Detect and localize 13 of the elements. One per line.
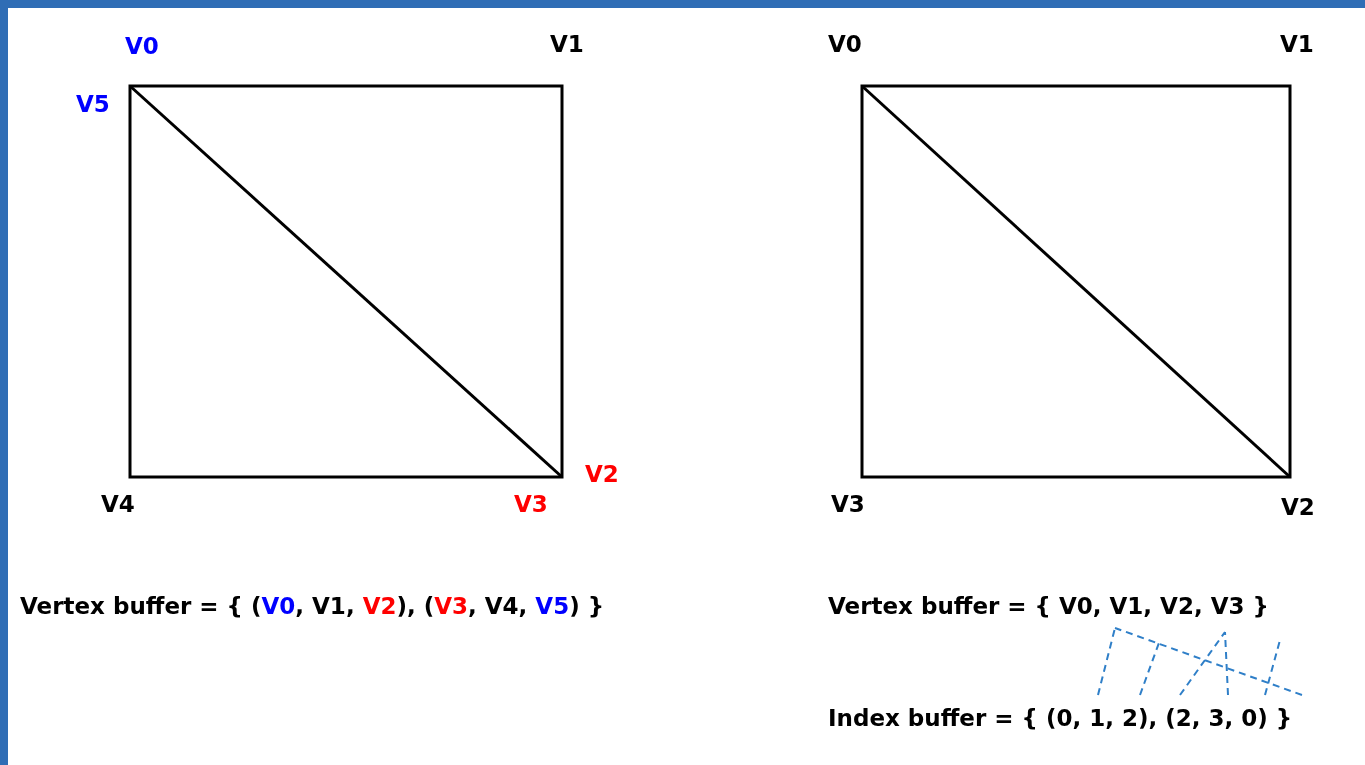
- vertex-label: V4: [101, 490, 135, 518]
- vertex-label: V3: [514, 490, 548, 518]
- vertex-label: V1: [1280, 30, 1314, 58]
- vertex-label: V2: [585, 460, 619, 488]
- index-buffer-formula: Index buffer = { (0, 1, 2), (2, 3, 0) }: [828, 704, 1293, 732]
- vertex-label: V1: [550, 30, 584, 58]
- vertex-label: V3: [831, 490, 865, 518]
- vertex-label: V5: [76, 90, 110, 118]
- vertex-buffer-formula: Vertex buffer = { (V0, V1, V2), (V3, V4, V5) }: [20, 592, 605, 620]
- vertex-label: V0: [125, 32, 159, 60]
- vertex-label: V0: [828, 30, 862, 58]
- vertex-label: V2: [1281, 493, 1315, 521]
- vertex-buffer-formula: Vertex buffer = { V0, V1, V2, V3 }: [828, 592, 1269, 620]
